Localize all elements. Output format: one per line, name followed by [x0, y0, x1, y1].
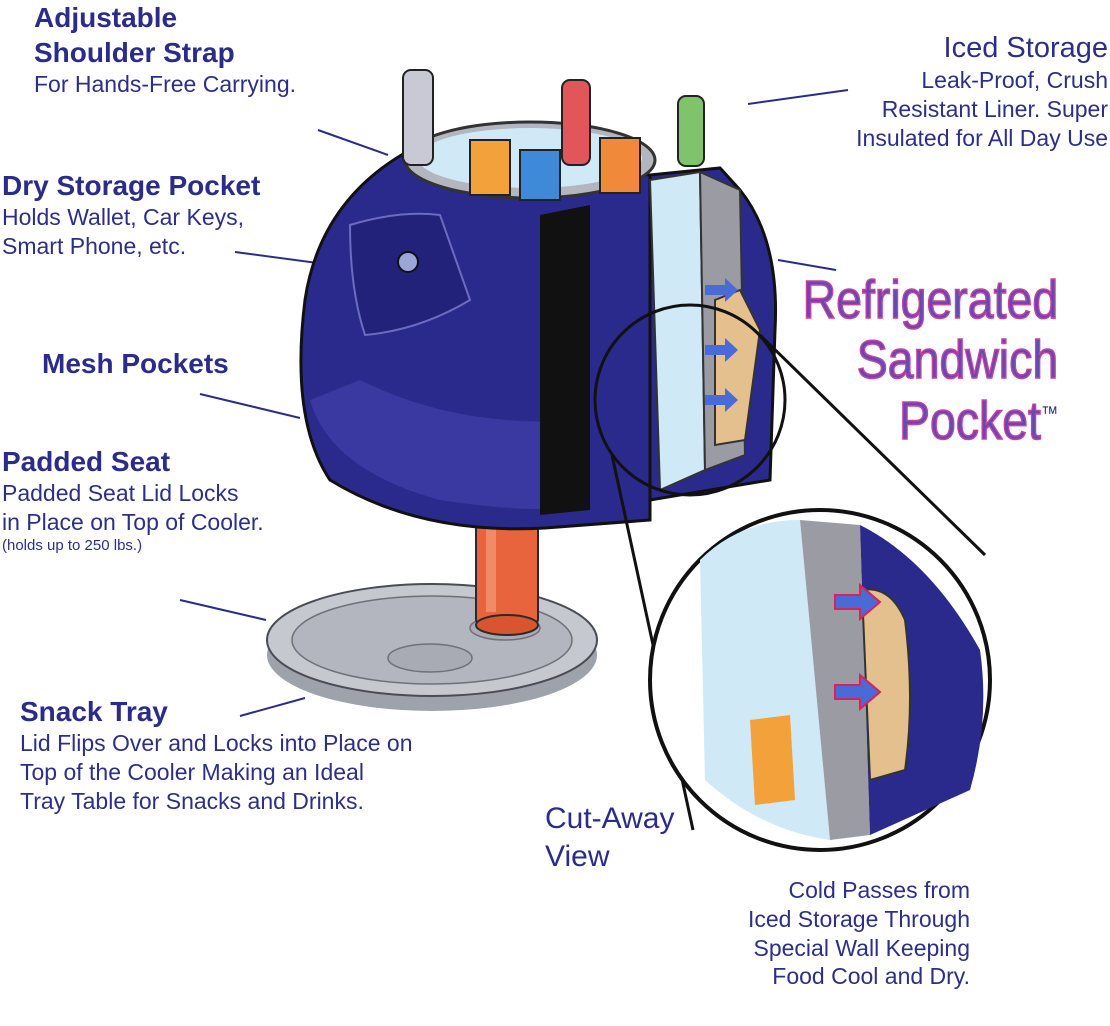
- iced-storage-callout: Iced Storage Leak-Proof, Crush Resistant…: [856, 30, 1108, 153]
- snack-tray-desc-2: Top of the Cooler Making an Ideal: [20, 758, 364, 785]
- snack-tray-shape: [266, 583, 598, 711]
- padded-seat-title: Padded Seat: [2, 446, 171, 477]
- snack-tray-title: Snack Tray: [20, 696, 168, 727]
- snack-tray-desc-1: Lid Flips Over and Locks into Place on: [20, 730, 413, 756]
- shoulder-strap-title-2: Shoulder Strap: [34, 37, 235, 68]
- dry-storage-desc-1: Holds Wallet, Car Keys,: [2, 204, 244, 230]
- padded-seat-note: (holds up to 250 lbs.): [2, 536, 143, 554]
- cutaway-view-label: Cut-Away View: [545, 800, 675, 875]
- padded-seat-callout: Padded Seat Padded Seat Lid Locks in Pla…: [2, 444, 264, 555]
- mesh-pockets-callout: Mesh Pockets: [42, 346, 229, 381]
- feature-title-line-1: Refrigerated: [802, 269, 1059, 331]
- drinks-shape: [402, 69, 705, 201]
- feature-title: Refrigerated Sandwich Pocket™: [802, 269, 1059, 452]
- liner-cutaway-shape: [648, 170, 762, 492]
- shoulder-strap-title-1: Adjustable: [34, 2, 178, 33]
- snack-tray-desc-3: Tray Table for Snacks and Drinks.: [20, 787, 364, 814]
- shoulder-strap-desc: For Hands-Free Carrying.: [34, 71, 297, 97]
- iced-storage-title: Iced Storage: [943, 32, 1108, 64]
- cold-passes-line-3: Special Wall Keeping: [753, 934, 971, 961]
- iced-storage-desc-1: Leak-Proof, Crush: [921, 67, 1108, 94]
- shoulder-strap-callout: Adjustable Shoulder Strap For Hands-Free…: [34, 0, 296, 99]
- snack-tray-callout: Snack Tray Lid Flips Over and Locks into…: [20, 694, 412, 815]
- iced-storage-desc-2: Resistant Liner. Super: [881, 96, 1108, 122]
- cold-passes-line-2: Iced Storage Through: [747, 905, 970, 932]
- iced-storage-desc-3: Insulated for All Day Use: [856, 124, 1108, 151]
- cutaway-line-1: Cut-Away: [545, 802, 675, 835]
- mesh-pockets-title: Mesh Pockets: [42, 348, 229, 379]
- cooler-body-shape: [299, 120, 778, 531]
- feature-title-line-3: Pocket™: [802, 390, 1058, 452]
- dry-storage-title: Dry Storage Pocket: [2, 170, 261, 201]
- dry-storage-desc-2: Smart Phone, etc.: [2, 232, 187, 259]
- cold-passes-line-1: Cold Passes from: [788, 877, 970, 903]
- cold-passes-line-4: Food Cool and Dry.: [772, 963, 970, 990]
- cutaway-line-2: View: [545, 839, 610, 873]
- trademark-mark: ™: [1040, 402, 1058, 425]
- leader-lines: [179, 89, 849, 717]
- feature-title-pocket: Pocket: [898, 390, 1041, 452]
- dry-storage-callout: Dry Storage Pocket Holds Wallet, Car Key…: [2, 168, 260, 261]
- cold-passes-callout: Cold Passes from Iced Storage Through Sp…: [748, 876, 970, 991]
- feature-title-line-2: Sandwich: [856, 330, 1059, 392]
- padded-seat-desc-1: Padded Seat Lid Locks: [2, 480, 239, 506]
- cutaway-zoom-shape: [648, 508, 992, 852]
- padded-seat-desc-2: in Place on Top of Cooler.: [2, 508, 264, 535]
